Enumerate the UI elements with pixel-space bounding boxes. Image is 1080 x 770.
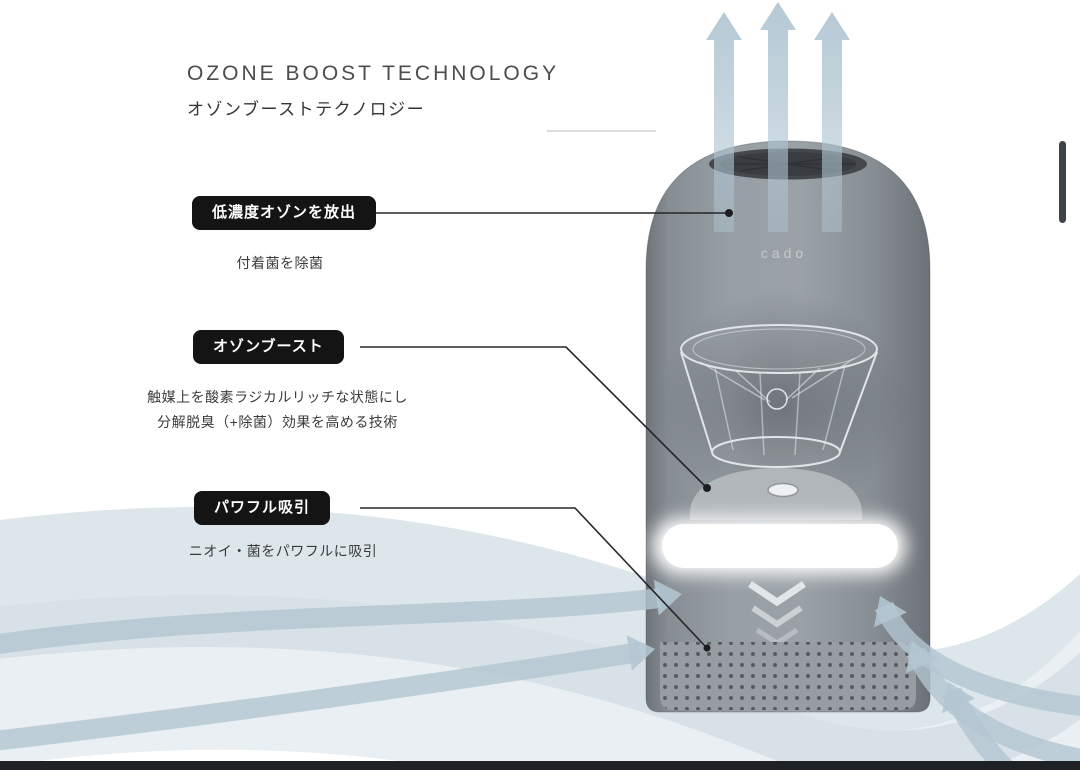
callout-label-ozone-release: 低濃度オゾンを放出 <box>192 196 377 230</box>
glow-ring <box>652 518 906 574</box>
callout-label-ozone-boost: オゾンブースト <box>193 330 344 364</box>
leader-lines <box>360 130 727 647</box>
callout-desc-powerful-suction: ニオイ・菌をパワフルに吸引 <box>188 543 378 559</box>
inner-dome <box>690 468 862 520</box>
inner-cone <box>657 290 907 520</box>
bottom-bar <box>0 761 1080 770</box>
intake-perforation <box>660 642 916 710</box>
callout-desc-line2: 分解脱臭（+除菌）効果を高める技術 <box>157 414 398 430</box>
callout-label-powerful-suction: パワフル吸引 <box>194 491 331 525</box>
airflow-up-arrows <box>706 2 850 232</box>
leader-dots <box>703 209 733 652</box>
callout-desc-line1: 触媒上を酸素ラジカルリッチな状態にし <box>147 389 408 405</box>
airflow-intake-arrows <box>0 579 1080 770</box>
callout-desc-ozone-boost: 触媒上を酸素ラジカルリッチな状態にし 分解脱臭（+除菌）効果を高める技術 <box>125 385 430 435</box>
scrollbar-thumb[interactable] <box>1059 141 1066 223</box>
page-title: OZONE BOOST TECHNOLOGY <box>187 62 560 85</box>
callout-desc-ozone-release: 付着菌を除菌 <box>236 255 324 271</box>
brand-logo: cado <box>760 245 808 261</box>
page-subtitle: オゾンブーストテクノロジー <box>187 100 426 119</box>
